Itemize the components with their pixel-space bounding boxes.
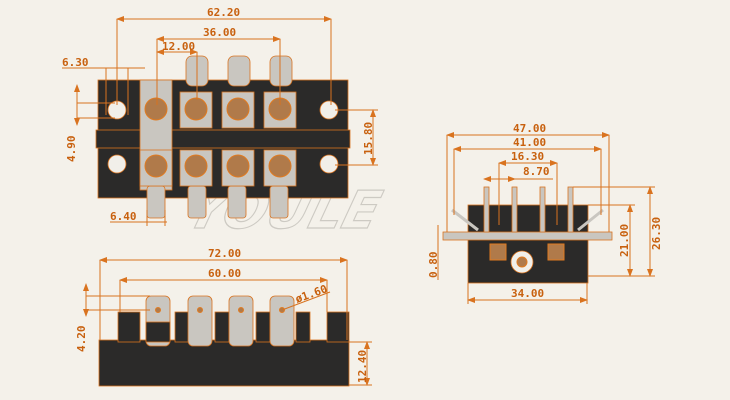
dim-0-80: 0.80 [427,252,440,279]
dim-47-00: 47.00 [513,122,546,135]
dim-4-90: 4.90 [65,136,78,163]
dim-4-20: 4.20 [75,326,88,353]
dim-16-30: 16.30 [511,150,544,163]
dim-12-00: 12.00 [162,40,195,53]
side-view-plate [442,231,613,241]
top-view-screws [139,91,297,187]
dim-41-00: 41.00 [513,136,546,149]
dim-6-30: 6.30 [62,56,89,69]
dim-diameter-1-60: ø1.60 [294,282,330,306]
top-view: 62.20 36.00 12.00 6.30 4.90 15.80 6.40 [62,6,378,226]
front-view-base [98,339,350,387]
dim-15-80: 15.80 [362,122,375,155]
side-view: 47.00 41.00 16.30 8.70 26.30 21.00 0.80 … [427,122,663,304]
dim-6-40: 6.40 [110,210,137,223]
dim-60-00: 60.00 [208,267,241,280]
top-view-terminal-tabs-bottom [146,185,289,219]
dim-72-00: 72.00 [208,247,241,260]
top-view-terminal-tabs-top [185,55,293,87]
front-view-tabs [145,295,295,347]
dim-36-00: 36.00 [203,26,236,39]
front-view: 72.00 60.00 ø1.60 4.20 12.40 [75,247,372,387]
dim-26-30: 26.30 [650,217,663,250]
top-view-center-bar [95,129,351,149]
dim-21-00: 21.00 [618,224,631,257]
dim-8-70: 8.70 [523,165,550,178]
dim-12-40: 12.40 [356,350,369,383]
dim-62-20: 62.20 [207,6,240,19]
dim-34-00: 34.00 [511,287,544,300]
